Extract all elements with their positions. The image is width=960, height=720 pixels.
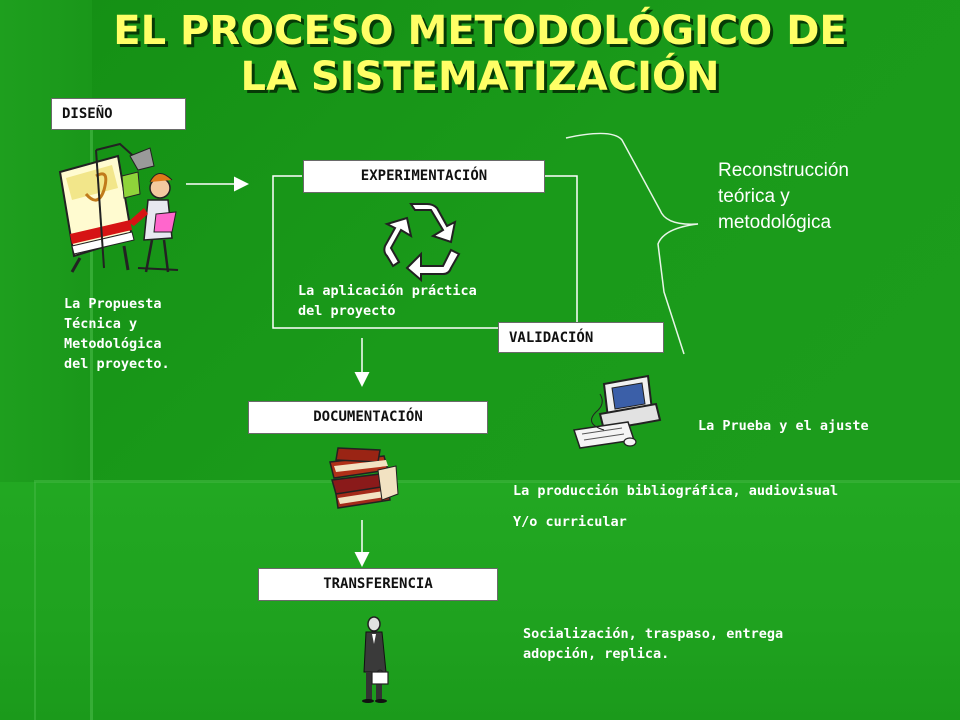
books-stack-icon	[329, 447, 399, 509]
text-aplicacion: La aplicación práctica del proyecto	[298, 283, 477, 319]
box-diseno: DISEÑO	[51, 98, 186, 130]
text-produccion-line-1: La producción bibliográfica, audiovisual	[513, 483, 839, 499]
recycle-icon	[383, 203, 461, 283]
box-validacion: VALIDACIÓN	[498, 322, 664, 353]
slide-title-line-2: LA SISTEMATIZACIÓN	[240, 54, 720, 100]
box-experimentacion: EXPERIMENTACIÓN	[303, 160, 545, 193]
box-transferencia: TRANSFERENCIA	[258, 568, 498, 601]
experimentation-bracket	[272, 175, 578, 329]
text-produccion-line-2: Y/o curricular	[513, 514, 627, 530]
businessman-icon	[362, 616, 389, 703]
background-divider-horizontal	[34, 480, 960, 483]
text-reconstruccion: Reconstrucción teórica y metodológica	[718, 160, 849, 233]
background-horizontal-band	[0, 482, 960, 720]
background-divider-vertical-lower	[34, 482, 36, 720]
text-prueba: La Prueba y el ajuste	[698, 418, 869, 434]
computer-icon	[573, 374, 662, 449]
slide-title: EL PROCESO METODOLÓGICO DE LA SISTEMATIZ…	[0, 8, 960, 100]
box-documentacion: DOCUMENTACIÓN	[248, 401, 488, 434]
background-divider-vertical	[90, 100, 93, 720]
text-propuesta: La Propuesta Técnica y Metodológica del …	[64, 296, 170, 372]
designer-at-drafting-table-icon	[58, 142, 179, 273]
text-socializacion: Socialización, traspaso, entrega adopció…	[523, 626, 784, 662]
slide-title-line-1: EL PROCESO METODOLÓGICO DE	[113, 8, 847, 54]
reconstruction-brace	[565, 132, 699, 355]
